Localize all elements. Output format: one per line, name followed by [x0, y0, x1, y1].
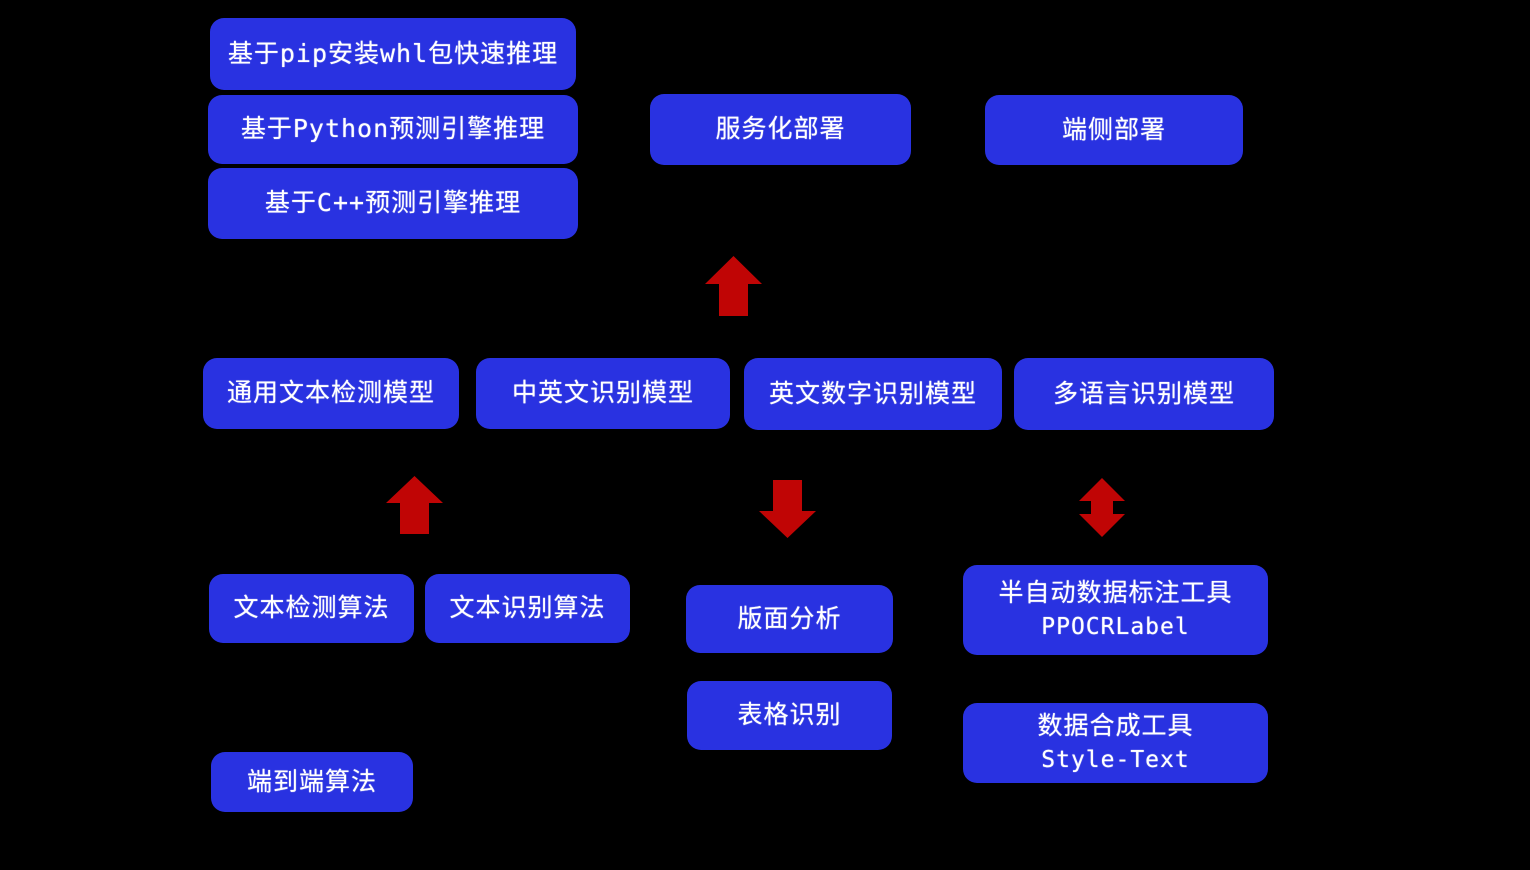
arrow-up-down-icon — [1079, 478, 1125, 537]
node-label: 服务化部署 — [715, 114, 846, 144]
node-label: 英文数字识别模型 — [768, 378, 977, 408]
arrow-up-icon — [705, 256, 762, 316]
node-text-recognition-algorithms: 文本识别算法 — [425, 574, 630, 643]
node-label: 半自动数据标注工具 — [998, 578, 1233, 608]
node-label: 端侧部署 — [1061, 114, 1166, 144]
node-label: 基于C++预测引擎推理 — [264, 188, 522, 218]
node-python-inference-engine: 基于Python预测引擎推理 — [208, 95, 578, 164]
node-ppocrlabel-annotation-tool: 半自动数据标注工具 PPOCRLabel — [963, 565, 1268, 655]
node-multilingual-recognition-model: 多语言识别模型 — [1014, 358, 1274, 430]
node-label: 数据合成工具 — [1037, 711, 1194, 741]
node-label: 版面分析 — [737, 603, 842, 633]
node-edge-deployment: 端侧部署 — [985, 95, 1243, 165]
node-label: 通用文本检测模型 — [226, 378, 435, 408]
arrow-down-icon — [759, 480, 816, 538]
node-label: 多语言识别模型 — [1052, 378, 1235, 408]
node-table-recognition: 表格识别 — [687, 681, 892, 750]
node-label: 文本检测算法 — [233, 593, 390, 623]
node-style-text-synthesis-tool: 数据合成工具 Style-Text — [963, 703, 1268, 783]
node-label: 中英文识别模型 — [511, 378, 694, 408]
node-sublabel: PPOCRLabel — [1041, 614, 1190, 641]
node-label: 基于pip安装whl包快速推理 — [227, 38, 559, 68]
node-label: 基于Python预测引擎推理 — [240, 114, 546, 144]
arrow-up-icon — [386, 476, 443, 534]
node-end-to-end-algorithms: 端到端算法 — [211, 752, 413, 812]
node-pip-whl-quick-inference: 基于pip安装whl包快速推理 — [210, 18, 576, 90]
node-label: 文本识别算法 — [449, 593, 606, 623]
node-cpp-inference-engine: 基于C++预测引擎推理 — [208, 168, 578, 239]
node-general-text-detection-model: 通用文本检测模型 — [203, 358, 459, 429]
node-label: 端到端算法 — [246, 766, 377, 796]
node-text-detection-algorithms: 文本检测算法 — [209, 574, 414, 643]
node-label: 表格识别 — [737, 700, 842, 730]
node-layout-analysis: 版面分析 — [686, 585, 893, 653]
node-chinese-english-recognition-model: 中英文识别模型 — [476, 358, 730, 429]
node-english-digit-recognition-model: 英文数字识别模型 — [744, 358, 1002, 430]
node-serving-deployment: 服务化部署 — [650, 94, 911, 165]
node-sublabel: Style-Text — [1041, 747, 1190, 774]
